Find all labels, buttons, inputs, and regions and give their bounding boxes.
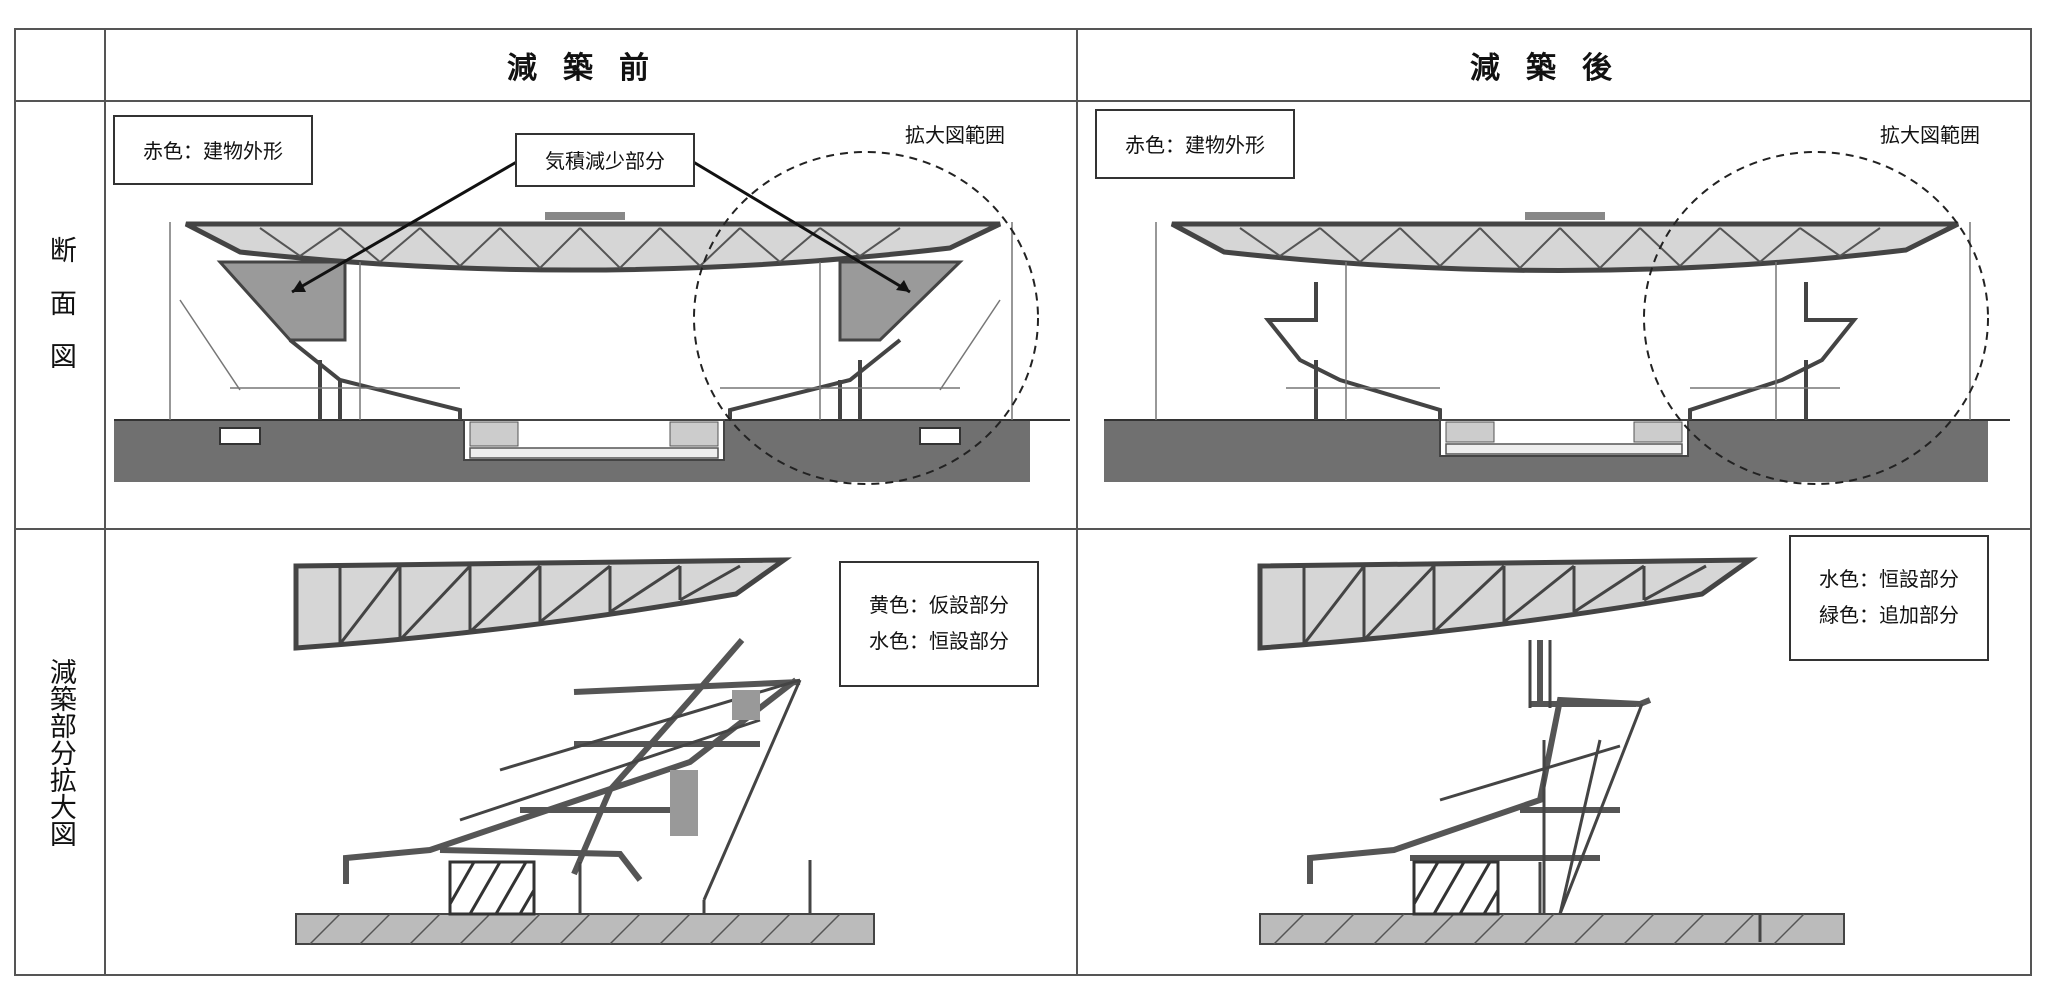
column-header-after: 減築後 (1470, 51, 1638, 86)
legend-before-detail-line2: 水色：恒設部分 (869, 629, 1009, 653)
legend-after-detail-line2: 緑色：追加部分 (1819, 603, 1959, 627)
column-header-before: 減築前 (507, 51, 675, 86)
legend-before-section: 赤色：建物外形 (143, 139, 283, 163)
legend-before-detail-line1: 黄色：仮設部分 (869, 593, 1009, 617)
callout-reduced-volume: 気積減少部分 (545, 149, 665, 173)
legend-after-detail-line1: 水色：恒設部分 (1819, 567, 1959, 591)
row-header-section: 断面図 (44, 235, 76, 395)
table-divider (16, 100, 2030, 102)
legend-after-section: 赤色：建物外形 (1125, 133, 1265, 157)
table-divider (1076, 30, 1078, 974)
table-divider (104, 30, 106, 974)
comparison-table: 減築前 減築後 断面図 減築部分拡大図 (14, 28, 2032, 976)
zoom-range-label-after: 拡大図範囲 (1880, 123, 1980, 147)
row-header-enlarged: 減築部分拡大図 (44, 657, 76, 847)
zoom-range-label-before: 拡大図範囲 (905, 123, 1005, 147)
table-divider (16, 528, 2030, 530)
